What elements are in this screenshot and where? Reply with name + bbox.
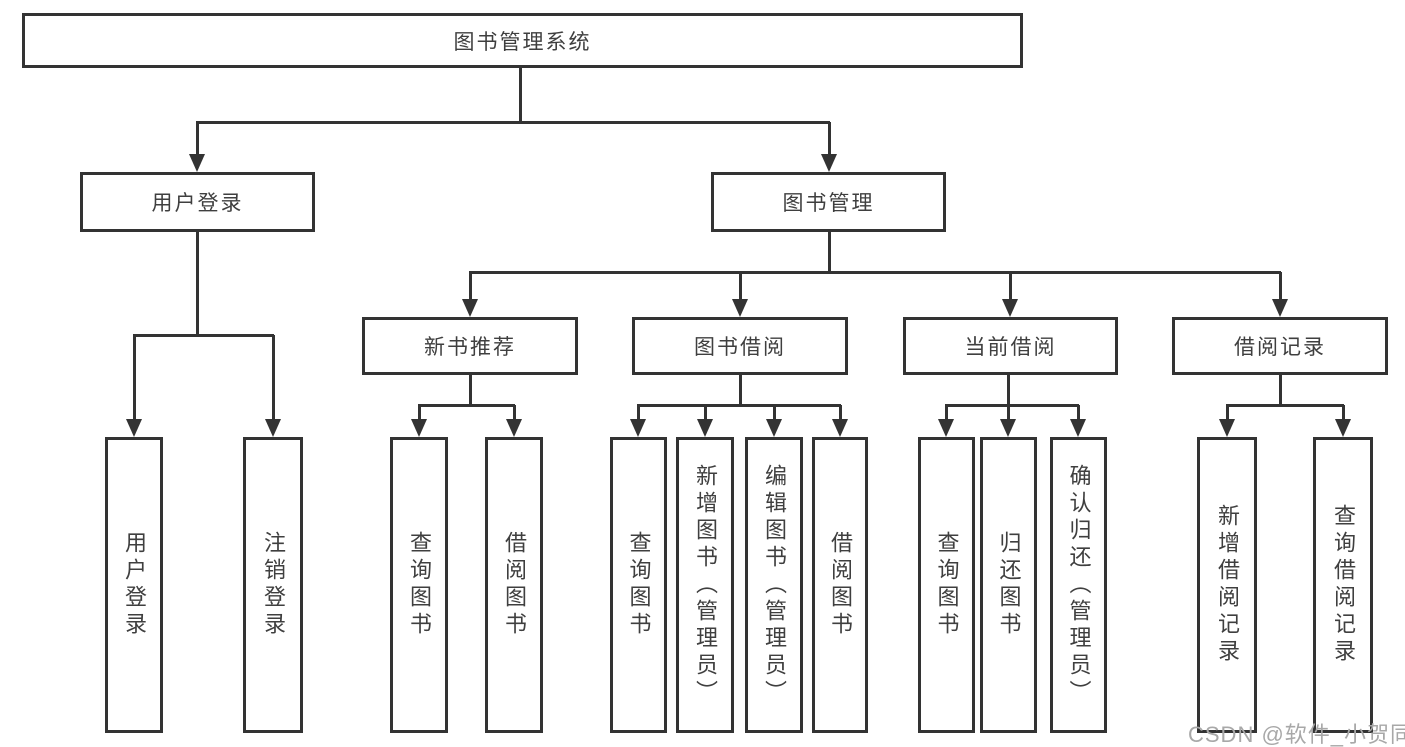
connector-hline — [418, 404, 515, 407]
connector-hline — [196, 121, 830, 124]
arrowhead-down-icon — [462, 299, 478, 317]
connector-hline — [1226, 404, 1344, 407]
node-leaf-user-login: 用户登录 — [105, 437, 163, 733]
connector-vline — [1007, 375, 1010, 406]
arrowhead-down-icon — [1070, 419, 1086, 437]
arrowhead-down-icon — [411, 419, 427, 437]
arrowhead-down-icon — [766, 419, 782, 437]
node-current-borrow: 当前借阅 — [903, 317, 1118, 375]
node-book-borrow: 图书借阅 — [632, 317, 848, 375]
connector-arrow-shaft — [272, 335, 275, 419]
node-leaf-add-borrow-record: 新增借阅记录 — [1197, 437, 1257, 733]
arrowhead-down-icon — [126, 419, 142, 437]
arrowhead-down-icon — [630, 419, 646, 437]
node-leaf-query-book-2: 查询图书 — [610, 437, 667, 733]
connector-hline — [133, 334, 274, 337]
node-leaf-query-book-3: 查询图书 — [918, 437, 975, 733]
connector-arrow-shaft — [469, 272, 472, 299]
arrowhead-down-icon — [1272, 299, 1288, 317]
node-leaf-borrow-book-2: 借阅图书 — [812, 437, 868, 733]
arrowhead-down-icon — [821, 154, 837, 172]
connector-arrow-shaft — [513, 405, 516, 419]
arrowhead-down-icon — [697, 419, 713, 437]
connector-vline — [1279, 375, 1282, 406]
node-leaf-confirm-return-admin: 确认归还（管理员） — [1050, 437, 1107, 733]
connector-hline — [469, 271, 1281, 274]
connector-arrow-shaft — [1226, 405, 1229, 419]
connector-arrow-shaft — [828, 122, 831, 154]
arrowhead-down-icon — [189, 154, 205, 172]
watermark: CSDN @软件_小贺同学 — [1188, 722, 1405, 747]
connector-arrow-shaft — [133, 335, 136, 419]
node-leaf-borrow-book-1: 借阅图书 — [485, 437, 543, 733]
arrowhead-down-icon — [1002, 299, 1018, 317]
arrowhead-down-icon — [1000, 419, 1016, 437]
connector-arrow-shaft — [1007, 405, 1010, 419]
connector-arrow-shaft — [1342, 405, 1345, 419]
connector-hline — [945, 404, 1079, 407]
node-leaf-return-book: 归还图书 — [980, 437, 1037, 733]
connector-arrow-shaft — [418, 405, 421, 419]
node-root: 图书管理系统 — [22, 13, 1023, 68]
connector-arrow-shaft — [739, 272, 742, 299]
connector-arrow-shaft — [196, 122, 199, 154]
connector-arrow-shaft — [637, 405, 640, 419]
arrowhead-down-icon — [832, 419, 848, 437]
node-leaf-query-borrow-record: 查询借阅记录 — [1313, 437, 1373, 733]
node-leaf-add-book-admin: 新增图书（管理员） — [676, 437, 734, 733]
arrowhead-down-icon — [732, 299, 748, 317]
arrowhead-down-icon — [1219, 419, 1235, 437]
connector-vline — [469, 375, 472, 406]
connector-vline — [828, 232, 831, 273]
connector-vline — [739, 375, 742, 406]
node-user-login: 用户登录 — [80, 172, 315, 232]
node-leaf-logout: 注销登录 — [243, 437, 303, 733]
arrowhead-down-icon — [1335, 419, 1351, 437]
connector-hline — [637, 404, 841, 407]
connector-arrow-shaft — [773, 405, 776, 419]
arrowhead-down-icon — [938, 419, 954, 437]
connector-arrow-shaft — [704, 405, 707, 419]
connector-arrow-shaft — [1077, 405, 1080, 419]
arrowhead-down-icon — [506, 419, 522, 437]
connector-arrow-shaft — [1279, 272, 1282, 299]
connector-vline — [519, 68, 522, 123]
connector-vline — [196, 232, 199, 336]
node-book-management: 图书管理 — [711, 172, 946, 232]
arrowhead-down-icon — [265, 419, 281, 437]
node-new-book-recommend: 新书推荐 — [362, 317, 578, 375]
node-leaf-edit-book-admin: 编辑图书（管理员） — [745, 437, 803, 733]
node-leaf-query-book-1: 查询图书 — [390, 437, 448, 733]
node-borrow-record: 借阅记录 — [1172, 317, 1388, 375]
connector-arrow-shaft — [945, 405, 948, 419]
connector-arrow-shaft — [839, 405, 842, 419]
connector-arrow-shaft — [1009, 272, 1012, 299]
